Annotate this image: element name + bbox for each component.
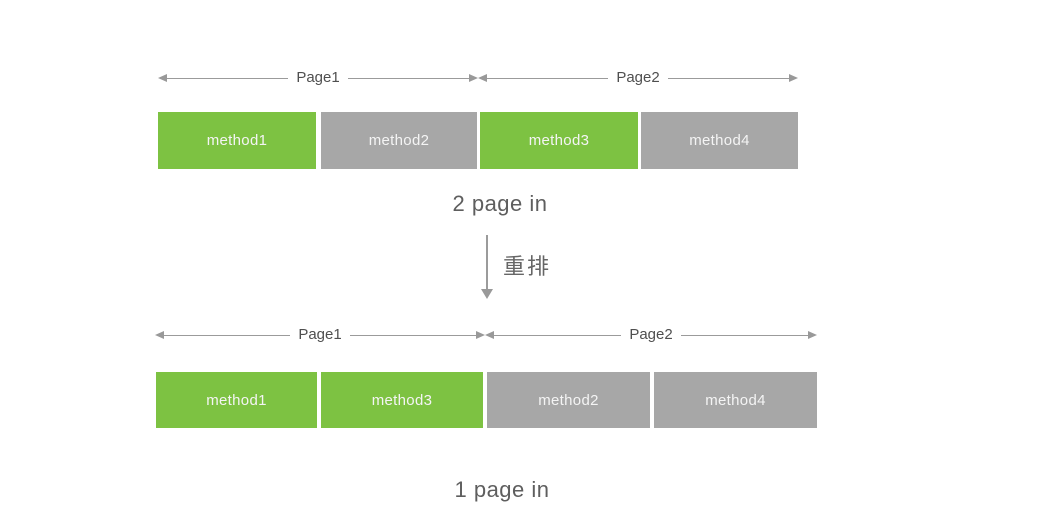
arrowhead-left-icon [155, 331, 164, 339]
method-block: method1 [156, 372, 317, 428]
down-arrow-icon [481, 289, 493, 299]
arrow-line [487, 77, 609, 79]
method-block: method1 [158, 112, 316, 169]
arrowhead-left-icon [158, 74, 167, 82]
bottom-page2-span-arrow: Page2 [485, 327, 817, 343]
arrowhead-right-icon [469, 74, 478, 82]
arrowhead-left-icon [485, 331, 494, 339]
arrowhead-right-icon [789, 74, 798, 82]
arrow-line [167, 77, 289, 79]
reflow-label: 重排 [503, 254, 552, 279]
arrow-line [349, 334, 476, 336]
down-arrow-line [486, 235, 488, 290]
method-block: method4 [654, 372, 817, 428]
method-block: method2 [321, 112, 477, 169]
top-page1-label: Page1 [296, 69, 340, 86]
bottom-page1-label: Page1 [298, 326, 342, 343]
top-page2-label: Page2 [616, 69, 660, 86]
arrow-line [347, 77, 469, 79]
arrowhead-right-icon [808, 331, 817, 339]
bottom-page2-label: Page2 [629, 326, 673, 343]
top-page1-span-arrow: Page1 [158, 70, 478, 86]
arrow-line [494, 334, 622, 336]
method-block: method3 [321, 372, 483, 428]
arrow-line [667, 77, 789, 79]
arrowhead-left-icon [478, 74, 487, 82]
method-block: method2 [487, 372, 650, 428]
arrow-line [680, 334, 808, 336]
method-block: method4 [641, 112, 798, 169]
arrowhead-right-icon [476, 331, 485, 339]
bottom-caption: 1 page in [454, 477, 550, 502]
top-caption: 2 page in [452, 191, 548, 216]
bottom-page1-span-arrow: Page1 [155, 327, 485, 343]
arrow-line [164, 334, 291, 336]
top-page2-span-arrow: Page2 [478, 70, 798, 86]
method-block: method3 [480, 112, 638, 169]
